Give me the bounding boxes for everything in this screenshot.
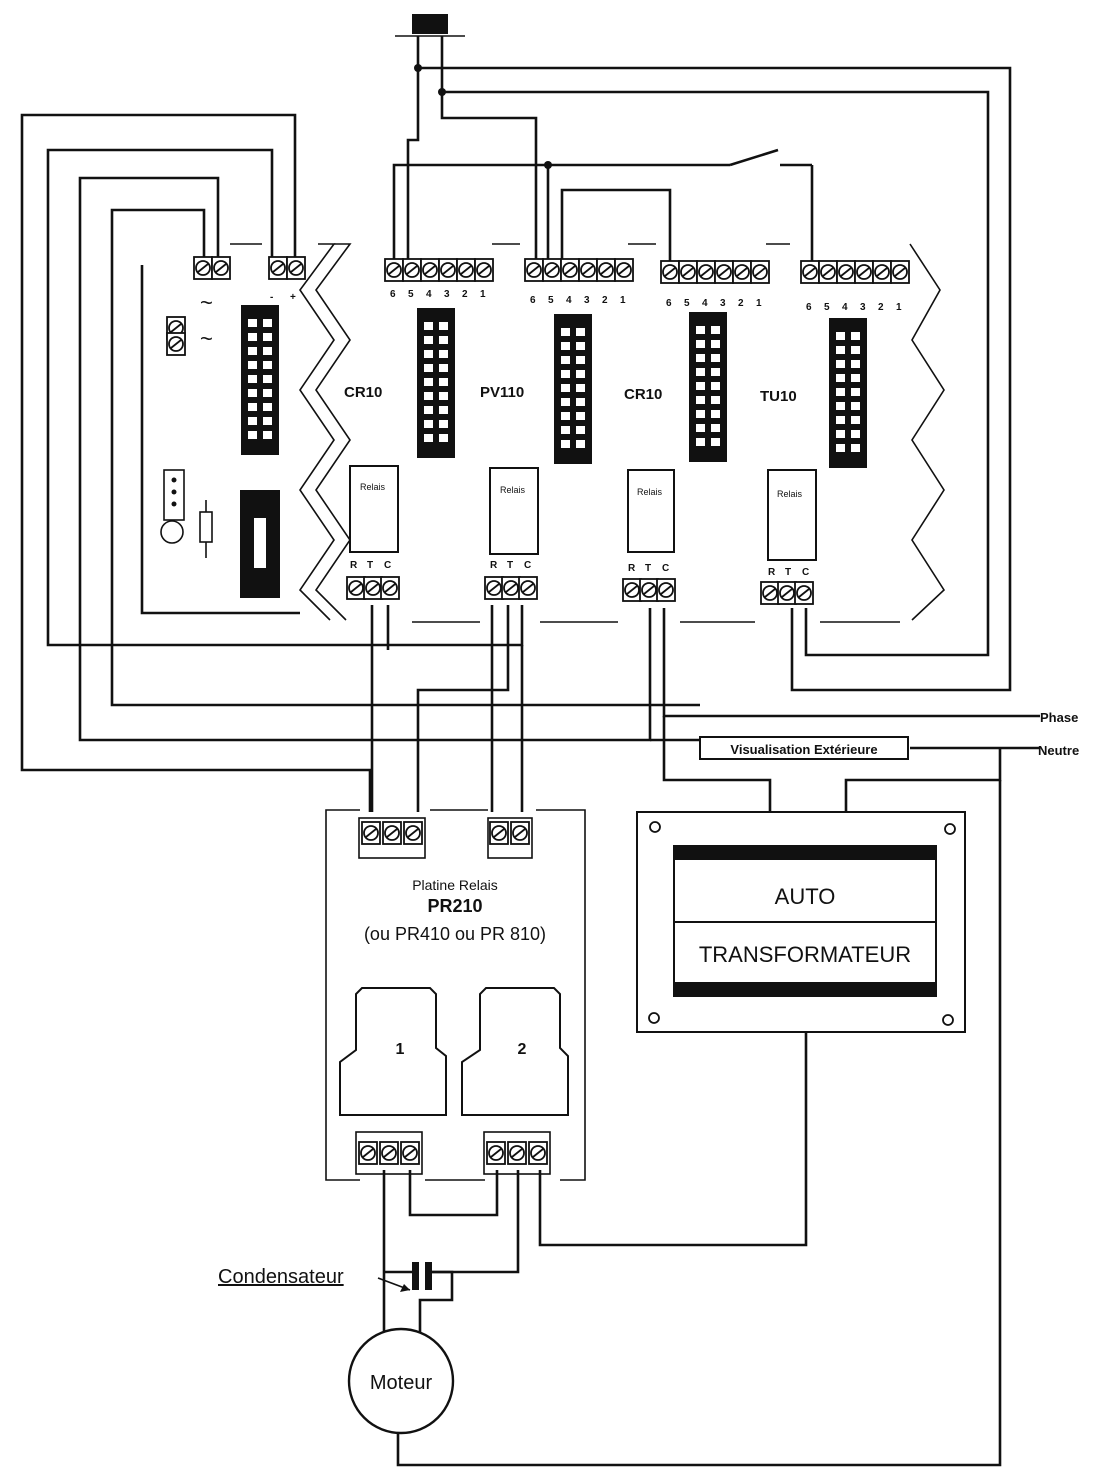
module-label: PV110 [480,384,524,401]
module-pv110: 6 5 4 3 2 1 PV110 Relais R T C [480,258,634,600]
svg-text:4: 4 [566,295,572,306]
svg-text:5: 5 [408,289,414,300]
relay-label: Relais [500,485,526,495]
module-cr10-a: 6 5 4 3 2 1 CR10 Relais R T C [344,258,494,600]
auto-transformateur: AUTO TRANSFORMATEUR [636,811,966,1033]
svg-text:3: 3 [444,289,450,300]
svg-text:6: 6 [666,298,672,309]
platine-alt: (ou PR410 ou PR 810) [364,924,546,944]
svg-text:6: 6 [806,302,812,313]
module-label: TU10 [760,388,797,405]
condensateur-label: Condensateur [218,1266,344,1288]
minus-label: - [270,292,273,303]
plus-label: + [290,292,296,303]
transformer-line2: TRANSFORMATEUR [699,942,911,967]
platine-relais: Platine Relais PR210 (ou PR410 ou PR 810… [325,809,586,1181]
svg-text:5: 5 [824,302,830,313]
svg-text:R: R [628,563,636,574]
svg-text:1: 1 [480,289,486,300]
svg-text:2: 2 [462,289,468,300]
relay-label: Relais [637,487,663,497]
module-tu10: 6 5 4 3 2 1 TU10 Relais R T C [760,260,910,605]
svg-text:R: R [768,567,776,578]
module-cr10-b: 6 5 4 3 2 1 CR10 Relais R T C [622,260,770,602]
ac-symbol-2: ~ [200,326,213,351]
svg-text:3: 3 [860,302,866,313]
moteur-label: Moteur [370,1372,433,1394]
svg-text:1: 1 [620,295,626,306]
platine-title: Platine Relais [412,877,498,893]
main-board: ~ ~ - + 6 5 4 3 2 1 CR10 Re [160,243,946,621]
svg-text:T: T [785,567,791,578]
relay-label: Relais [360,482,386,492]
svg-text:2: 2 [602,295,608,306]
svg-text:C: C [384,560,391,571]
relay-label: Relais [777,489,803,499]
svg-text:6: 6 [530,295,536,306]
svg-text:T: T [507,560,513,571]
wires [20,14,1040,1467]
svg-text:1: 1 [756,298,762,309]
svg-text:4: 4 [426,289,432,300]
svg-text:T: T [645,563,651,574]
svg-text:T: T [367,560,373,571]
condensateur: Condensateur [218,1262,432,1292]
svg-text:C: C [662,563,669,574]
relay-1-label: 1 [396,1041,405,1058]
svg-text:R: R [490,560,498,571]
neutre-label: Neutre [1038,743,1079,758]
svg-text:C: C [524,560,531,571]
svg-text:2: 2 [738,298,744,309]
relay-2-label: 2 [518,1041,527,1058]
svg-text:C: C [802,567,809,578]
svg-text:2: 2 [878,302,884,313]
transformer-line1: AUTO [775,884,836,909]
visualisation-box: Visualisation Extérieure [699,736,909,760]
module-label: CR10 [344,384,382,401]
power-terminal: ~ ~ - + [160,256,306,598]
svg-text:4: 4 [702,298,708,309]
platine-model: PR210 [427,896,482,916]
module-label: CR10 [624,386,662,403]
svg-text:R: R [350,560,358,571]
visualisation-label: Visualisation Extérieure [730,742,877,757]
svg-text:1: 1 [896,302,902,313]
phase-label: Phase [1040,710,1078,725]
svg-text:3: 3 [584,295,590,306]
moteur: Moteur [347,1327,455,1435]
svg-text:6: 6 [390,289,396,300]
svg-text:4: 4 [842,302,848,313]
svg-text:5: 5 [684,298,690,309]
svg-text:5: 5 [548,295,554,306]
svg-text:3: 3 [720,298,726,309]
ac-symbol: ~ [200,290,213,315]
